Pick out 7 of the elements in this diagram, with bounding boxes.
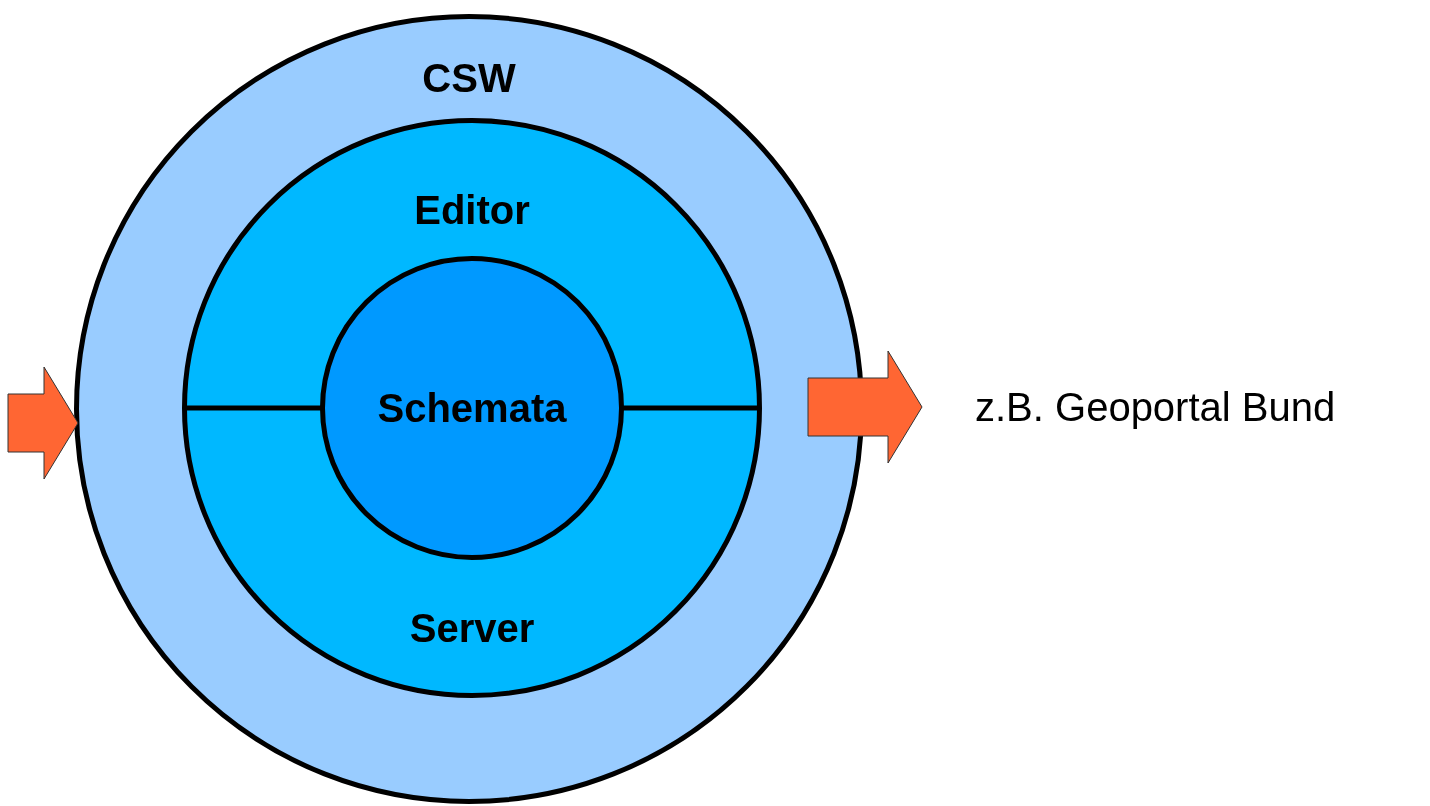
block-arrow bbox=[7, 366, 79, 480]
circle-label: Server bbox=[408, 605, 536, 652]
block-arrow bbox=[807, 350, 923, 464]
text-label: z.B. Geoportal Bund bbox=[975, 383, 1336, 431]
circle-label: Schemata bbox=[376, 385, 568, 432]
circle-label: Editor bbox=[413, 187, 531, 234]
circle-label: CSW bbox=[421, 55, 517, 102]
